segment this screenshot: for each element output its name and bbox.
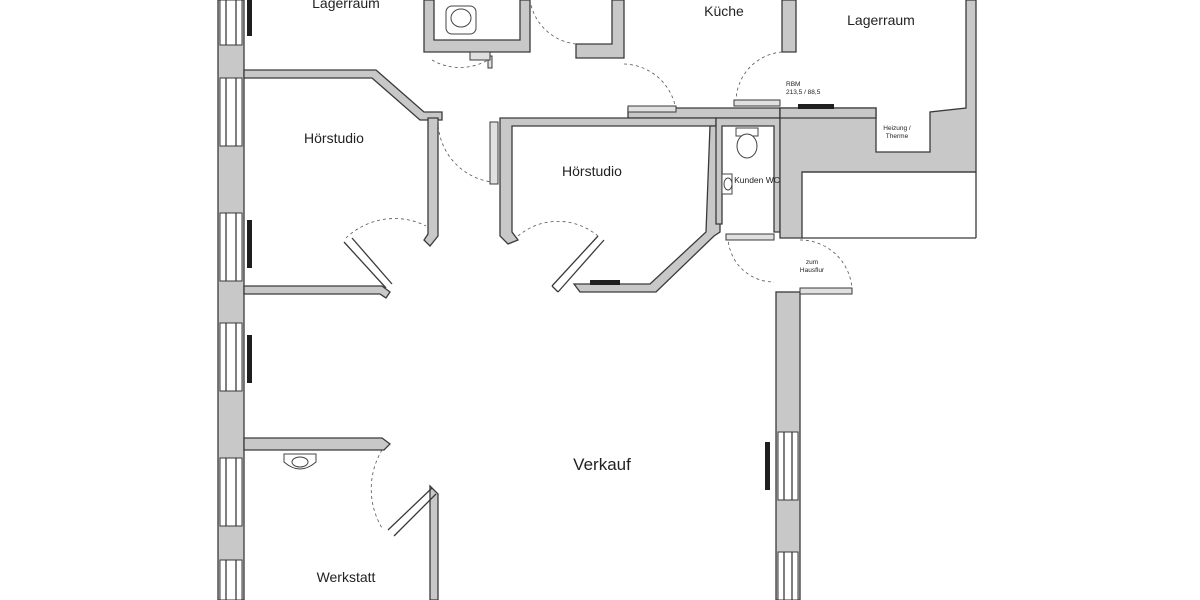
left-exterior-wall — [217, 0, 245, 600]
room-label-verkauf: Verkauf — [573, 455, 631, 474]
radiator — [798, 104, 834, 109]
radiators — [247, 0, 834, 490]
room-label-hoerstudio-center: Hörstudio — [562, 163, 622, 179]
room-labels: Lagerraum Küche Lagerraum Hörstudio Hörs… — [304, 0, 915, 585]
toilet-icon — [445, 5, 477, 35]
interior-walls — [243, 0, 977, 600]
fixtures — [283, 5, 759, 470]
heizung-label: Heizung / — [883, 125, 911, 132]
door-swings — [345, 0, 853, 529]
annotations: RBM 213,5 / 88,5 Heizung / Therme zum Ha… — [786, 81, 911, 274]
sink-icon — [721, 173, 733, 195]
radiator — [765, 442, 770, 490]
hausflur-label-2: Hausflur — [800, 267, 825, 274]
radiator — [247, 0, 252, 36]
therme-label: Therme — [886, 133, 909, 140]
hausflur-label-1: zum — [806, 259, 818, 266]
radiator — [247, 335, 252, 383]
radiator — [590, 280, 620, 285]
room-label-hoerstudio-left: Hörstudio — [304, 130, 364, 146]
rbm-title: RBM — [786, 81, 800, 88]
room-label-lagerraum-right: Lagerraum — [847, 12, 915, 28]
door-leaves — [469, 51, 853, 295]
room-label-kueche: Küche — [704, 3, 744, 19]
toilet-icon — [735, 127, 759, 159]
room-label-lagerraum-top-left: Lagerraum — [312, 0, 380, 11]
sink-icon — [283, 453, 317, 470]
room-label-kunden-wc: Kunden WC — [734, 175, 780, 185]
radiator — [247, 220, 252, 268]
room-label-werkstatt: Werkstatt — [317, 569, 376, 585]
rbm-size: 213,5 / 88,5 — [786, 89, 821, 96]
